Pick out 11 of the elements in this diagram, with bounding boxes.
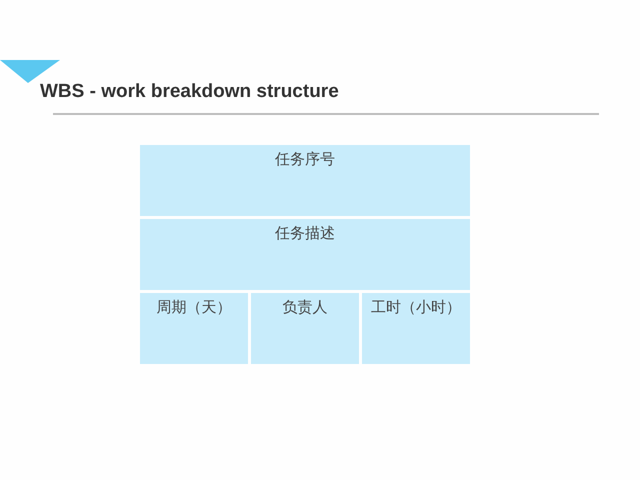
field-box [362, 293, 470, 364]
field-label: 工时（小时） [370, 297, 462, 317]
field-label: 任务序号 [274, 149, 336, 169]
field-box [140, 293, 248, 364]
slide-title: WBS - work breakdown structure [40, 80, 339, 104]
field-label: 任务描述 [274, 223, 336, 243]
field-label: 周期（天） [156, 297, 232, 317]
field-label: 负责人 [282, 297, 328, 317]
field-box [251, 293, 359, 364]
field-box [140, 145, 470, 216]
field-box [140, 219, 470, 290]
